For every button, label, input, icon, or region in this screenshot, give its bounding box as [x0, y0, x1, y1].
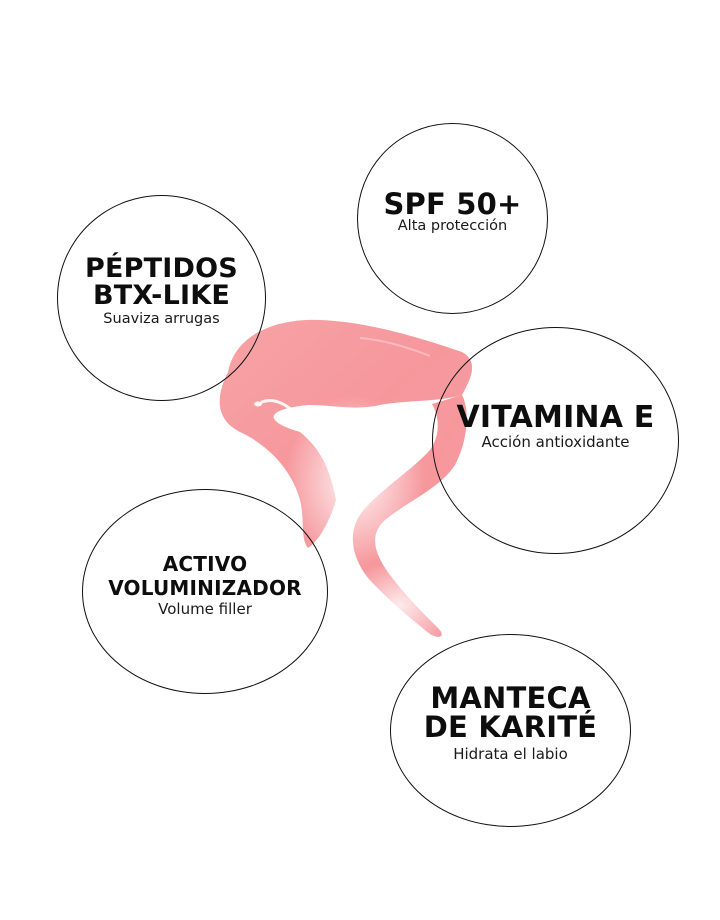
badge-vitamina-e: VITAMINA E Acción antioxidante	[432, 327, 679, 554]
badge-subtitle: Alta protección	[397, 218, 508, 235]
badge-title-line: DE KARITÉ	[423, 710, 598, 745]
badge-peptidos: PÉPTIDOS BTX-LIKE Suaviza arrugas	[57, 195, 266, 401]
badge-title: VITAMINA E	[456, 399, 655, 435]
badge-subtitle: Acción antioxidante	[481, 432, 630, 451]
badge-title: SPF 50+	[383, 187, 522, 222]
badge-title-line: MANTECA	[430, 681, 591, 716]
badge-activo-voluminizador: ACTIVO VOLUMINIZADOR Volume filler	[82, 489, 328, 694]
badge-title: PÉPTIDOS BTX-LIKE	[85, 255, 238, 309]
badge-subtitle: Suaviza arrugas	[103, 310, 220, 327]
smear-upper-band	[219, 319, 473, 548]
badge-title: MANTECA DE KARITÉ	[424, 684, 597, 742]
badge-spf-50: SPF 50+ Alta protección	[357, 123, 548, 314]
badge-manteca-karite: MANTECA DE KARITÉ Hidrata el labio	[390, 634, 631, 827]
badge-title: ACTIVO VOLUMINIZADOR	[108, 552, 302, 600]
badge-title-line: PÉPTIDOS	[85, 252, 238, 284]
badge-title-line: BTX-LIKE	[92, 279, 231, 311]
badge-subtitle: Volume filler	[158, 599, 252, 618]
badge-title-line: VOLUMINIZADOR	[108, 575, 302, 600]
badge-subtitle: Hidrata el labio	[453, 745, 568, 764]
badge-title-line: ACTIVO	[162, 551, 248, 576]
